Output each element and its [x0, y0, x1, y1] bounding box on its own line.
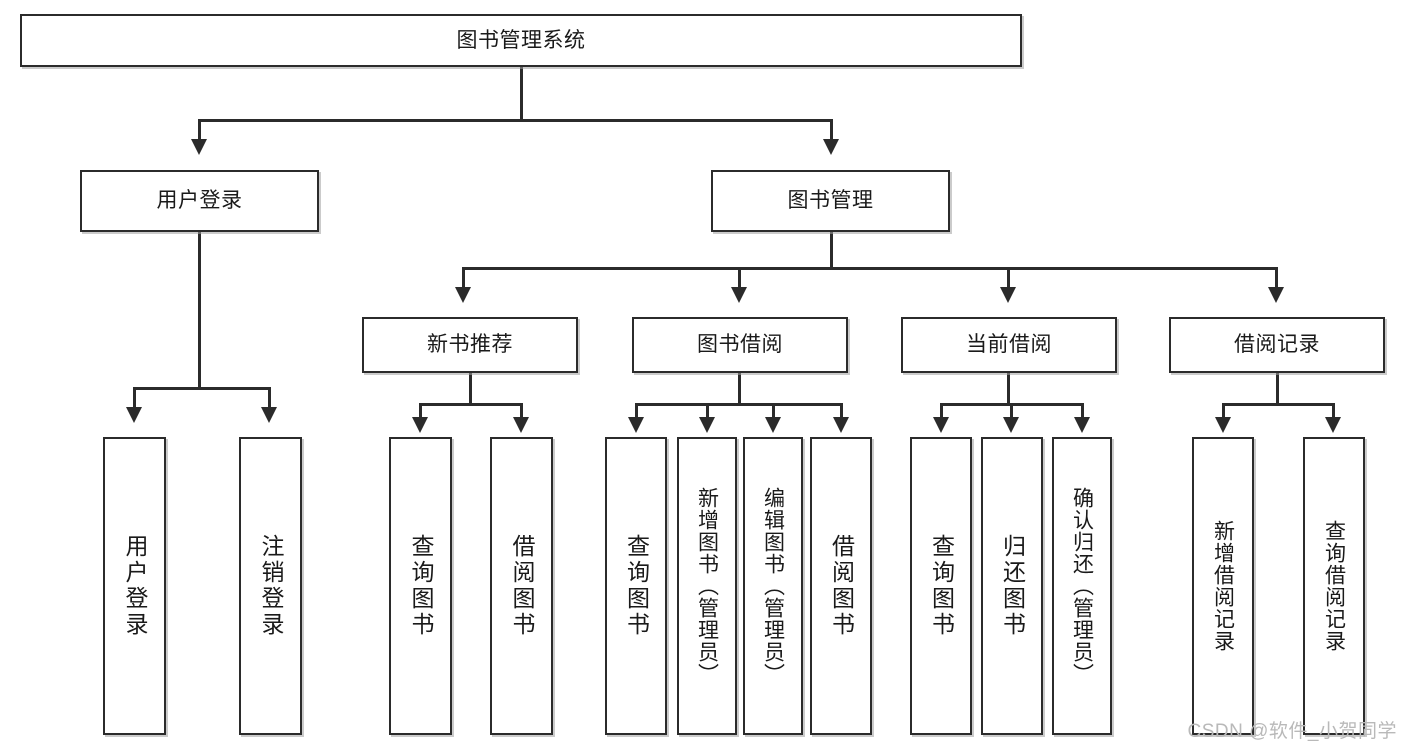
arrowhead-book-management [823, 139, 839, 155]
leaf-edit-book-label: 编辑图书（管理员） [761, 487, 785, 685]
connector-book-borrow-c3 [772, 403, 775, 419]
arrowhead-user-login [191, 139, 207, 155]
connector-user-login-left [133, 387, 136, 409]
arrowhead-leaf-edit-book [765, 417, 781, 433]
arrowhead-leaf-query-book-1 [412, 417, 428, 433]
arrowhead-borrow-record [1268, 287, 1284, 303]
connector-root-stem [520, 67, 523, 119]
leaf-user-login[interactable]: 用户登录 [103, 437, 166, 735]
connector-book-borrow-bar [635, 403, 843, 406]
leaf-add-record[interactable]: 新增借阅记录 [1192, 437, 1254, 735]
node-book-borrow[interactable]: 图书借阅 [632, 317, 848, 373]
connector-current-borrow-c3 [1081, 403, 1084, 419]
node-current-borrow-label: 当前借阅 [966, 333, 1052, 357]
leaf-query-book-2[interactable]: 查询图书 [605, 437, 667, 735]
connector-new-book-recommend-left [419, 403, 422, 419]
connector-current-borrow-c1 [940, 403, 943, 419]
connector-book-management-stem [830, 232, 833, 267]
leaf-logout[interactable]: 注销登录 [239, 437, 302, 735]
connector-borrow-record-stem [1276, 373, 1279, 403]
leaf-logout-label: 注销登录 [258, 534, 284, 638]
csdn-watermark: CSDN @软件_小贺同学 [1187, 721, 1397, 742]
connector-root-to-book-management [830, 119, 833, 141]
arrowhead-leaf-user-login [126, 407, 142, 423]
node-book-management-label: 图书管理 [787, 189, 874, 213]
connector-borrow-record-right [1332, 403, 1335, 419]
arrowhead-leaf-logout [261, 407, 277, 423]
leaf-add-book[interactable]: 新增图书（管理员） [677, 437, 737, 735]
arrowhead-new-book-recommend [455, 287, 471, 303]
leaf-confirm-return[interactable]: 确认归还（管理员） [1052, 437, 1112, 735]
arrowhead-leaf-borrow-book-2 [833, 417, 849, 433]
leaf-add-record-label: 新增借阅记录 [1211, 520, 1235, 652]
leaf-query-book-1[interactable]: 查询图书 [389, 437, 452, 735]
connector-new-book-recommend-bar [419, 403, 522, 406]
leaf-borrow-book-1-label: 借阅图书 [509, 534, 535, 638]
node-new-book-recommend[interactable]: 新书推荐 [362, 317, 578, 373]
arrowhead-leaf-query-book-3 [933, 417, 949, 433]
connector-book-borrow-c4 [840, 403, 843, 419]
arrowhead-leaf-return-book [1003, 417, 1019, 433]
arrowhead-current-borrow [1000, 287, 1016, 303]
arrowhead-leaf-borrow-book-1 [513, 417, 529, 433]
leaf-query-record-label: 查询借阅记录 [1322, 520, 1346, 652]
node-root-label: 图书管理系统 [456, 28, 586, 52]
node-borrow-record-label: 借阅记录 [1234, 333, 1320, 357]
leaf-query-book-3-label: 查询图书 [928, 534, 955, 638]
node-current-borrow[interactable]: 当前借阅 [901, 317, 1117, 373]
connector-level3-bar [462, 267, 1277, 270]
arrowhead-book-borrow [731, 287, 747, 303]
connector-user-login-right [268, 387, 271, 409]
leaf-query-book-1-label: 查询图书 [408, 534, 434, 638]
leaf-query-record[interactable]: 查询借阅记录 [1303, 437, 1365, 735]
leaf-confirm-return-label: 确认归还（管理员） [1070, 487, 1094, 685]
arrowhead-leaf-add-record [1215, 417, 1231, 433]
leaf-query-book-2-label: 查询图书 [623, 534, 650, 638]
leaf-borrow-book-2[interactable]: 借阅图书 [810, 437, 872, 735]
connector-borrow-record-left [1222, 403, 1225, 419]
arrowhead-leaf-query-book-2 [628, 417, 644, 433]
connector-book-borrow-c1 [635, 403, 638, 419]
connector-new-book-recommend-right [520, 403, 523, 419]
leaf-user-login-label: 用户登录 [122, 534, 148, 638]
connector-book-borrow-c2 [706, 403, 709, 419]
connector-current-borrow-stem [1007, 373, 1010, 403]
node-root[interactable]: 图书管理系统 [20, 14, 1022, 67]
node-book-borrow-label: 图书借阅 [697, 333, 783, 357]
connector-user-login-stem [198, 232, 201, 387]
connector-to-current-borrow [1007, 267, 1010, 289]
connector-to-new-book-recommend [462, 267, 465, 289]
connector-new-book-recommend-stem [469, 373, 472, 403]
leaf-borrow-book-2-label: 借阅图书 [828, 534, 855, 638]
connector-current-borrow-c2 [1010, 403, 1013, 419]
node-new-book-recommend-label: 新书推荐 [427, 333, 513, 357]
connector-borrow-record-bar [1222, 403, 1334, 406]
connector-root-to-user-login [198, 119, 201, 141]
leaf-return-book[interactable]: 归还图书 [981, 437, 1043, 735]
connector-to-borrow-record [1275, 267, 1278, 289]
node-borrow-record[interactable]: 借阅记录 [1169, 317, 1385, 373]
arrowhead-leaf-confirm-return [1074, 417, 1090, 433]
leaf-borrow-book-1[interactable]: 借阅图书 [490, 437, 553, 735]
connector-root-bar [198, 119, 832, 122]
leaf-add-book-label: 新增图书（管理员） [695, 487, 719, 685]
node-user-login-label: 用户登录 [156, 189, 243, 213]
connector-user-login-bar [133, 387, 270, 390]
arrowhead-leaf-query-record [1325, 417, 1341, 433]
leaf-return-book-label: 归还图书 [999, 534, 1026, 638]
leaf-query-book-3[interactable]: 查询图书 [910, 437, 972, 735]
connector-to-book-borrow [738, 267, 741, 289]
node-book-management[interactable]: 图书管理 [711, 170, 950, 232]
node-user-login[interactable]: 用户登录 [80, 170, 319, 232]
arrowhead-leaf-add-book [699, 417, 715, 433]
connector-book-borrow-stem [738, 373, 741, 403]
leaf-edit-book[interactable]: 编辑图书（管理员） [743, 437, 803, 735]
